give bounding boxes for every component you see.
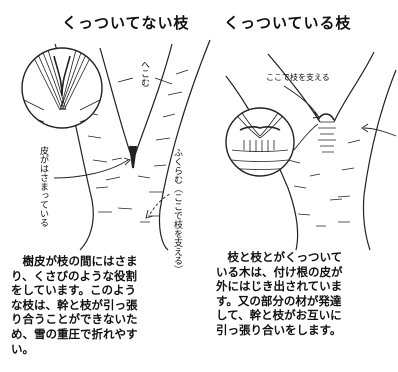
paragraph-unconnected-explanation: 樹皮が枝の間にはさま り、くさびのような役割 をしています。このよう な枝は、幹… [11, 254, 138, 356]
label-supports-branch-here: ここで枝を支える [266, 73, 330, 82]
label-swelling-supports-branch: ふくらむ（ここで枝を支える） [172, 148, 182, 274]
title-connected-branch: くっついている枝 [224, 14, 352, 32]
paragraph-connected-explanation: 枝と枝とがくっついて いる木は、付け根の皮が 外にはじき出されていま す。又の部… [216, 250, 343, 337]
title-unconnected-branch: くっついてない枝 [62, 14, 190, 32]
right-inset-bark-detail [225, 107, 295, 177]
left-inset-bark-detail [21, 47, 103, 129]
label-bark-pinched: 皮がはさまっている [38, 146, 48, 227]
label-hekomi: へこむ [139, 60, 149, 87]
